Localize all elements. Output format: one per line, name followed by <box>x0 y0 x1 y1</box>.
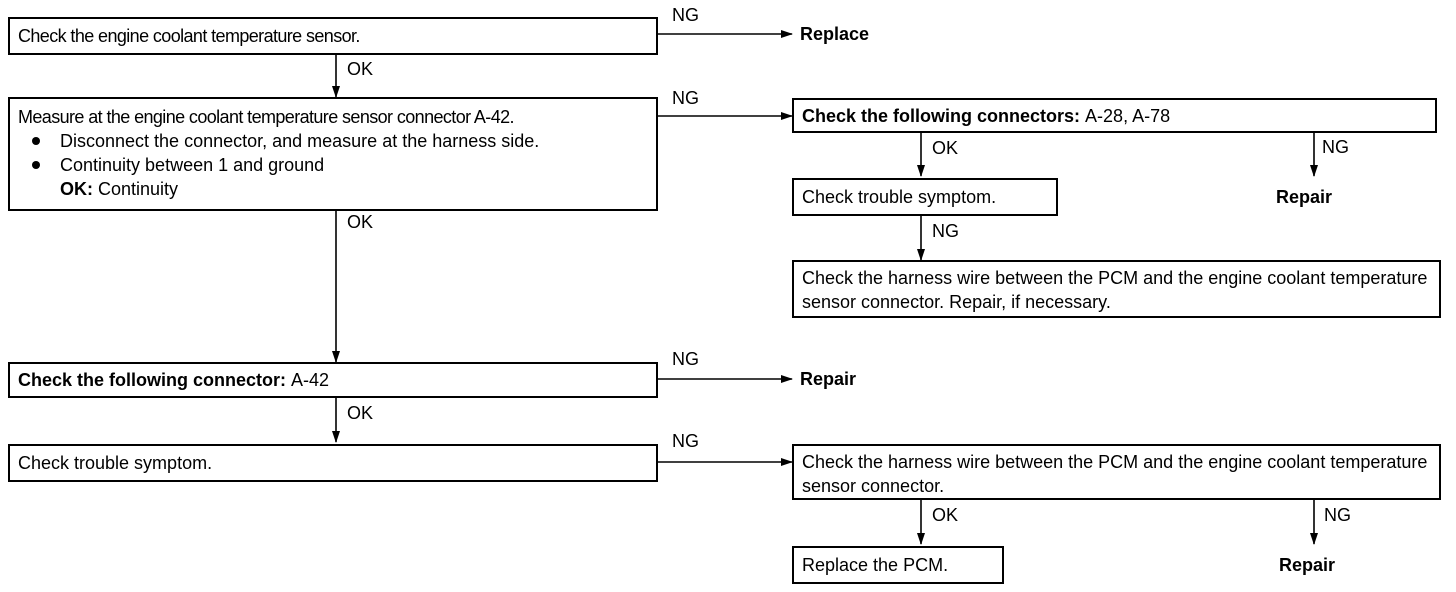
measure-ok-criterion: OK: Continuity <box>18 177 648 201</box>
check-harness-1-text: Check the harness wire between the PCM a… <box>802 268 1428 312</box>
step-check-sensor: Check the engine coolant temperature sen… <box>8 17 658 55</box>
result-repair-3: Repair <box>1279 555 1336 575</box>
label-ng-3: NG <box>1322 137 1349 157</box>
step-check-symptom-2: Check trouble symptom. <box>8 444 658 482</box>
measure-title: Measure at the engine coolant temperatur… <box>18 107 515 127</box>
check-connectors-label: Check the following connectors: <box>802 105 1081 126</box>
replace-pcm-text: Replace the PCM. <box>802 555 949 575</box>
label-ng-4: NG <box>932 221 959 241</box>
label-ng-6: NG <box>672 431 699 451</box>
check-symptom-1-text: Check trouble symptom. <box>802 187 997 207</box>
label-ng-1: NG <box>672 5 699 25</box>
step-check-harness-2: Check the harness wire between the PCM a… <box>792 444 1441 500</box>
measure-bullet-2-text: Continuity between 1 and ground <box>60 155 325 175</box>
label-ok-5: OK <box>932 505 959 525</box>
label-ng-2: NG <box>672 88 699 108</box>
bullet-dot-icon <box>32 161 40 169</box>
result-repair-1: Repair <box>1276 187 1333 207</box>
measure-ok-value: Continuity <box>98 179 179 199</box>
check-harness-2-text: Check the harness wire between the PCM a… <box>802 452 1428 496</box>
label-ng-5: NG <box>672 349 699 369</box>
measure-bullet-1: Disconnect the connector, and measure at… <box>18 129 648 153</box>
check-connectors-ids: A-28, A-78 <box>1085 105 1171 126</box>
label-ok-4: OK <box>347 403 374 423</box>
measure-bullet-1-text: Disconnect the connector, and measure at… <box>60 131 540 151</box>
step-replace-pcm: Replace the PCM. <box>792 546 1004 584</box>
check-connector-label: Check the following connector: <box>18 370 287 390</box>
result-replace: Replace <box>800 24 870 44</box>
label-ok-3: OK <box>347 212 374 232</box>
measure-bullet-2: Continuity between 1 and ground <box>18 153 648 177</box>
result-repair-2: Repair <box>800 369 857 389</box>
step-check-symptom-1: Check trouble symptom. <box>792 178 1058 216</box>
label-ok-1: OK <box>347 59 374 79</box>
step-measure-connector: Measure at the engine coolant temperatur… <box>8 97 658 211</box>
label-ok-2: OK <box>932 138 959 158</box>
step-check-sensor-text: Check the engine coolant temperature sen… <box>18 26 360 46</box>
step-check-harness-1: Check the harness wire between the PCM a… <box>792 260 1441 318</box>
step-check-connectors: Check the following connectors: A-28, A-… <box>792 98 1437 133</box>
step-check-connector-a42: Check the following connector: A-42 <box>8 362 658 398</box>
check-connector-id: A-42 <box>291 370 330 390</box>
label-ng-7: NG <box>1324 505 1351 525</box>
measure-ok-key: OK: <box>60 179 93 199</box>
check-symptom-2-text: Check trouble symptom. <box>18 453 213 473</box>
bullet-dot-icon <box>32 137 40 145</box>
